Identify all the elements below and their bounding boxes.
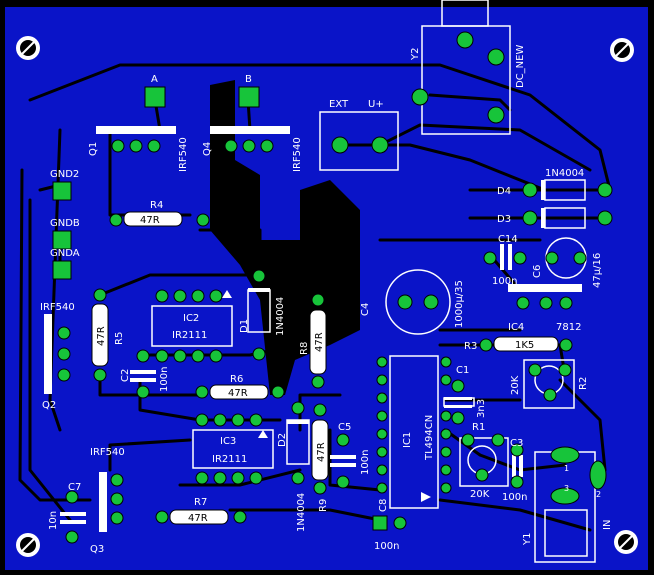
mounting-holes [16, 36, 638, 557]
label-r9: R9 [318, 499, 329, 512]
pads [52, 31, 613, 544]
label-ic4: IC4 [508, 322, 524, 333]
label-r4-val: 47R [140, 215, 160, 226]
label-c6: C6 [532, 265, 543, 278]
label-ext: EXT [329, 99, 349, 110]
label-ic1: IC1 [402, 432, 413, 448]
mounting-hole-icon [610, 38, 634, 62]
mounting-hole-icon [16, 36, 40, 60]
label-r7: R7 [194, 497, 207, 508]
transistor-tabs [44, 126, 582, 532]
label-pin1: 1 [564, 464, 569, 473]
label-q4-type: IRF540 [292, 137, 303, 172]
label-d1: D1 [239, 319, 250, 333]
label-connector-a: A [151, 74, 158, 85]
label-c1: C1 [456, 365, 469, 376]
label-q2-type: IRF540 [40, 302, 75, 313]
label-pin2: 2 [596, 490, 601, 499]
label-gnda: GNDA [50, 248, 80, 259]
label-q4: Q4 [202, 142, 213, 156]
label-r1-val: 20K [470, 489, 490, 500]
label-q2: Q2 [42, 400, 56, 411]
label-r2: R2 [578, 377, 589, 390]
capacitor-bars [60, 244, 523, 524]
label-r8: R8 [299, 342, 310, 355]
label-c6-val: 47µ/16 [592, 253, 603, 288]
label-in: IN [602, 520, 613, 530]
label-r1: R1 [472, 422, 485, 433]
label-gnd2: GND2 [50, 169, 79, 180]
label-connector-b: B [245, 74, 252, 85]
label-r2-val: 20K [510, 375, 521, 395]
label-d34-type: 1N4004 [545, 168, 584, 179]
label-r5: R5 [114, 332, 125, 345]
label-q1: Q1 [88, 142, 99, 156]
label-ic3-type: IR2111 [212, 454, 247, 465]
label-y2: Y2 [410, 48, 421, 61]
label-c4-val: 1000µ/35 [454, 280, 465, 328]
label-c2-val: 100n [159, 367, 170, 392]
label-c7-val: 10n [48, 511, 59, 530]
label-r3: R3 [464, 341, 477, 352]
label-d3: D3 [497, 214, 511, 225]
component-markers [222, 180, 545, 502]
label-vplus: U+ [368, 99, 384, 110]
label-d2: D2 [277, 433, 288, 447]
label-d4: D4 [497, 186, 511, 197]
mounting-hole-icon [614, 530, 638, 554]
mounting-hole-icon [16, 533, 40, 557]
label-q1-type: IRF540 [178, 137, 189, 172]
label-y1: Y1 [522, 533, 533, 546]
label-c4: C4 [360, 303, 371, 316]
label-c14-val: 100n [492, 276, 517, 287]
label-r6: R6 [230, 374, 243, 385]
label-c2: C2 [120, 369, 131, 382]
label-ic1-type: TL494CN [424, 415, 435, 461]
label-r9-val: 47R [316, 442, 327, 462]
label-r4: R4 [150, 200, 163, 211]
label-ic4-type: 7812 [556, 322, 581, 333]
label-dcnew: DC_NEW [515, 45, 526, 88]
label-c5: C5 [338, 422, 351, 433]
label-c14: C14 [498, 234, 518, 245]
label-r3-val: 1K5 [515, 340, 534, 351]
label-d1-type: 1N4004 [275, 297, 286, 336]
label-q3-type: IRF540 [90, 447, 125, 458]
label-c7: C7 [68, 482, 81, 493]
label-ic2: IC2 [183, 313, 199, 324]
label-c8: C8 [378, 499, 389, 512]
label-ic2-type: IR2111 [172, 330, 207, 341]
label-c3-val: 100n [502, 492, 527, 503]
label-r6-val: 47R [228, 388, 248, 399]
label-ic3: IC3 [220, 436, 236, 447]
resistor-bodies [91, 211, 559, 525]
label-q3: Q3 [90, 544, 104, 555]
label-c3: C3 [510, 438, 523, 449]
label-d2-type: 1N4004 [296, 493, 307, 532]
label-c1-val: 3n3 [476, 399, 487, 418]
label-gndb: GNDB [50, 218, 80, 229]
label-r8-val: 47R [314, 332, 325, 352]
label-pin3: 3 [564, 484, 569, 493]
label-c8-val: 100n [374, 541, 399, 552]
label-r5-val: 47R [96, 326, 107, 346]
label-c5-val: 100n [360, 450, 371, 475]
label-r7-val: 47R [188, 513, 208, 524]
